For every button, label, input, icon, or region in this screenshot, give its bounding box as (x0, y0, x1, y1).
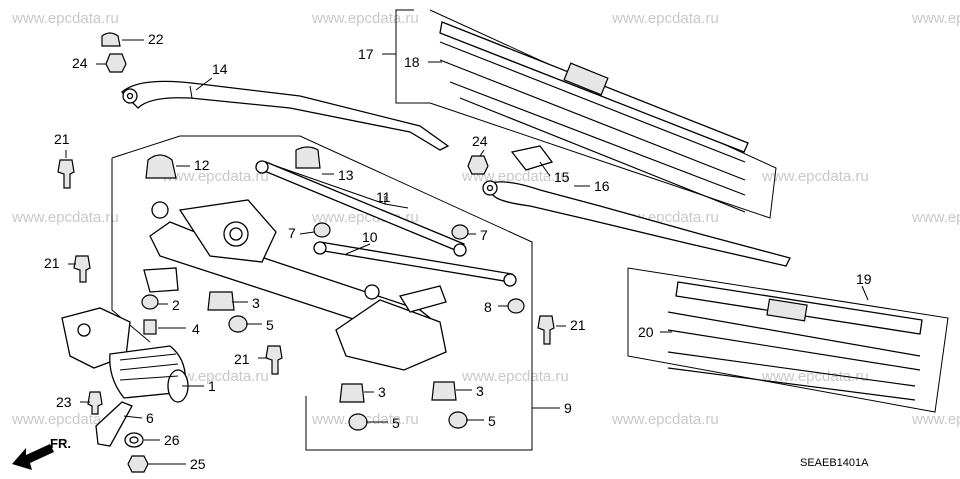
watermark-text: www.epcdata.ru (461, 368, 569, 385)
callout-3: 3 (476, 383, 484, 399)
pivot-cap-12 (145, 154, 177, 179)
callout-21: 21 (54, 131, 70, 147)
wiper-blade-18 (439, 21, 749, 213)
watermark-text: www.epcdata.ru (611, 411, 719, 428)
wiper-arm-16 (482, 145, 791, 267)
bolt-21a (57, 159, 75, 189)
watermark-text: www.epcdata.ru (761, 368, 869, 385)
front-direction-arrow: FR. (12, 436, 71, 470)
watermark-text: www.epcdata.ru (911, 10, 960, 27)
bolt-21c (537, 315, 555, 345)
arm-nut-24 (105, 53, 127, 73)
cap-5a (228, 315, 248, 333)
watermark-layer: www.epcdata.ru www.epcdata.ru www.epcdat… (11, 10, 960, 428)
wiper-arm-14 (121, 80, 450, 151)
link-rods (255, 160, 517, 287)
linkage-group-box-left (111, 158, 151, 343)
wiper-blade-20 (667, 281, 923, 401)
callout-3: 3 (378, 384, 386, 400)
callout-17: 17 (358, 46, 374, 62)
callout-21: 21 (570, 317, 586, 333)
callout-24: 24 (72, 55, 88, 71)
watermark-text: www.epcdata.ru (11, 411, 119, 428)
callout-10: 10 (362, 229, 378, 245)
linkage-group-box-9 (111, 135, 533, 451)
leader-lines (65, 39, 869, 465)
grommet-3c (431, 381, 457, 401)
bushing-7a (313, 222, 331, 238)
bolt-21b (73, 255, 91, 283)
callout-20: 20 (638, 324, 654, 340)
callout-14: 14 (212, 61, 228, 77)
callout-21: 21 (234, 351, 250, 367)
bolt-4 (143, 319, 157, 335)
bolt-23 (87, 391, 103, 415)
bushing-7b (451, 224, 469, 240)
callout-26: 26 (164, 432, 180, 448)
cap-5c (448, 411, 468, 429)
callout-1: 1 (208, 378, 216, 394)
callout-19: 19 (856, 271, 872, 287)
callout-25: 25 (190, 456, 206, 472)
front-label: FR. (50, 436, 71, 451)
callout-23: 23 (56, 394, 72, 410)
callout-6: 6 (146, 410, 154, 426)
callout-8: 8 (484, 299, 492, 315)
callout-16: 16 (594, 178, 610, 194)
cap-5b (348, 413, 368, 431)
watermark-text: www.epcdata.ru (911, 209, 960, 226)
callout-labels: 22 24 14 21 12 13 11 10 7 7 8 21 21 2 4 … (44, 31, 872, 472)
callout-5: 5 (488, 413, 496, 429)
callout-22: 22 (148, 31, 164, 47)
blade-frame-19-outline (627, 267, 949, 413)
watermark-text: www.epcdata.ru (611, 10, 719, 27)
bolt-21d (265, 345, 283, 375)
callout-7: 7 (288, 225, 296, 241)
callout-18: 18 (404, 54, 420, 70)
callout-2: 2 (172, 297, 180, 313)
watermark-text: www.epcdata.ru (161, 168, 269, 185)
grommet-3b (339, 383, 365, 403)
callout-15: 15 (554, 169, 570, 185)
watermark-text: www.epcdata.ru (911, 411, 960, 428)
watermark-text: www.epcdata.ru (311, 10, 419, 27)
watermark-text: www.epcdata.ru (761, 168, 869, 185)
callout-13: 13 (338, 167, 354, 183)
diagram-code: SEAEB1401A (800, 457, 869, 469)
callout-24: 24 (472, 133, 488, 149)
motor-bracket-6 (95, 401, 133, 447)
callout-3: 3 (252, 295, 260, 311)
callout-5: 5 (392, 415, 400, 431)
callout-7: 7 (480, 227, 488, 243)
nut-25 (127, 455, 149, 473)
bushing-13 (295, 146, 321, 169)
callout-4: 4 (192, 321, 200, 337)
nut-2 (141, 294, 159, 310)
small-parts (57, 32, 555, 473)
wiper-linkage-frame (143, 199, 447, 371)
callout-21: 21 (44, 255, 60, 271)
watermark-text: www.epcdata.ru (11, 10, 119, 27)
callout-5: 5 (266, 317, 274, 333)
callout-9: 9 (564, 400, 572, 416)
blade-group-bracket-17 (395, 9, 430, 104)
arm-cap-22 (101, 32, 121, 47)
callout-12: 12 (194, 157, 210, 173)
callout-11: 11 (376, 189, 391, 205)
grommet-3a (207, 291, 235, 311)
arm-nut-24b (467, 155, 489, 175)
bushing-8 (507, 298, 525, 314)
wiper-motor-1 (61, 307, 189, 403)
watermark-text: www.epcdata.ru (11, 209, 119, 226)
